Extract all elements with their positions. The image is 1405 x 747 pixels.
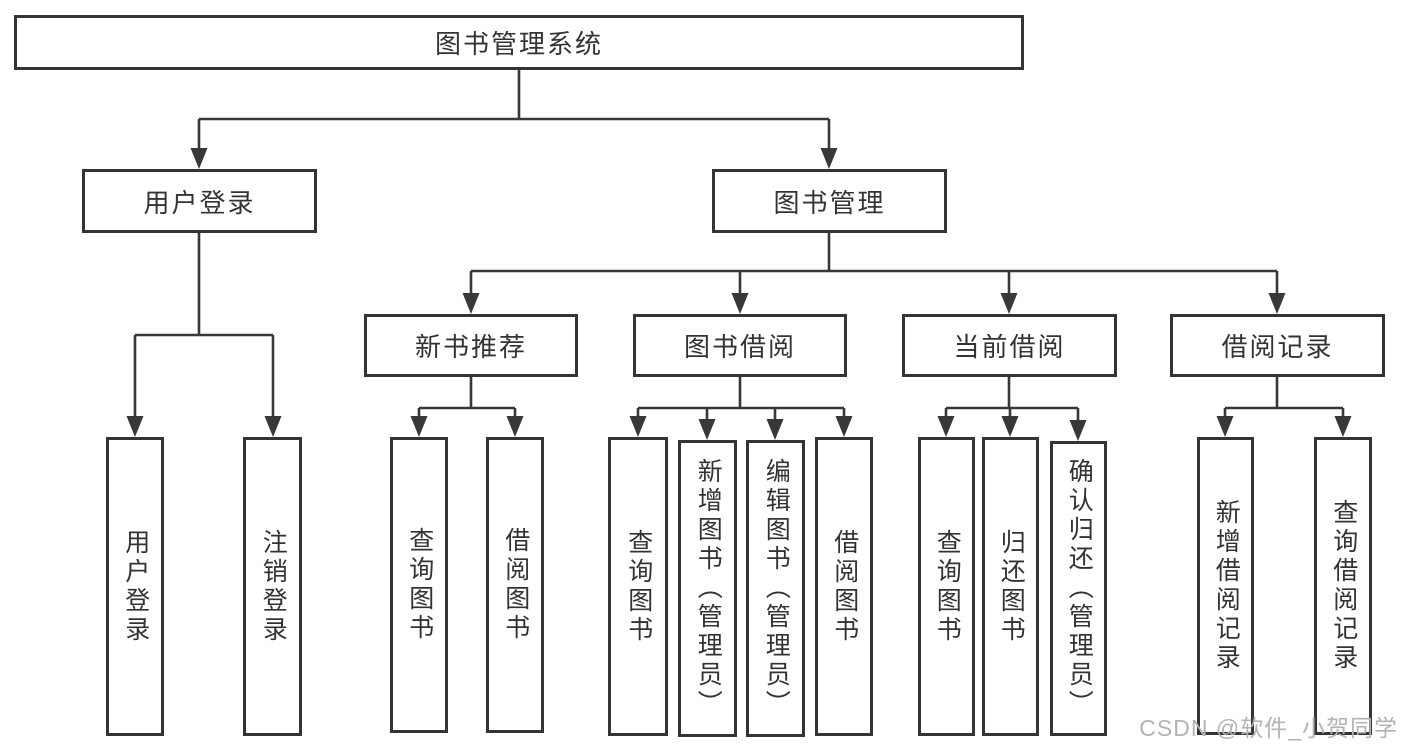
leaf-record-add-record: 新增借阅记录 bbox=[1197, 437, 1254, 735]
connector-book-management-to-level3 bbox=[462, 233, 1286, 314]
csdn-watermark: CSDN @软件_小贺同学 bbox=[1139, 715, 1398, 741]
leaf-borrow-borrow-book: 借阅图书 bbox=[815, 437, 873, 736]
leaf-current-query-book: 查询图书 bbox=[918, 437, 975, 736]
connector-user-login-to-children bbox=[126, 233, 282, 437]
arrow-down-icon bbox=[731, 293, 749, 314]
arrow-down-icon bbox=[698, 419, 716, 440]
leaf-recommend-borrow-book: 借阅图书 bbox=[486, 437, 544, 733]
arrow-down-icon bbox=[820, 148, 838, 169]
leaf-recommend-query-book: 查询图书 bbox=[390, 437, 448, 733]
leaf-current-confirm-return-admin: 确认归还（管理员） bbox=[1050, 441, 1107, 736]
arrow-down-icon bbox=[190, 148, 208, 169]
arrow-down-icon bbox=[410, 416, 428, 437]
connector-new-book-recommend-to-children bbox=[410, 377, 524, 437]
node-current-borrow: 当前借阅 bbox=[902, 314, 1117, 377]
connector-borrow-record-to-children bbox=[1216, 377, 1352, 437]
node-book-borrow: 图书借阅 bbox=[633, 314, 847, 377]
arrow-down-icon bbox=[462, 293, 480, 314]
connector-current-borrow-to-children bbox=[937, 377, 1087, 441]
leaf-borrow-add-book-admin: 新增图书（管理员） bbox=[678, 440, 737, 737]
node-book-management: 图书管理 bbox=[712, 169, 947, 233]
leaf-user-login: 用户登录 bbox=[106, 437, 164, 736]
arrow-down-icon bbox=[1216, 416, 1234, 437]
node-root-system: 图书管理系统 bbox=[14, 15, 1024, 70]
arrow-down-icon bbox=[766, 419, 784, 440]
node-user-login: 用户登录 bbox=[82, 169, 317, 233]
arrow-down-icon bbox=[1000, 293, 1018, 314]
leaf-borrow-query-book: 查询图书 bbox=[608, 437, 668, 736]
arrow-down-icon bbox=[1268, 293, 1286, 314]
arrow-down-icon bbox=[1069, 420, 1087, 441]
arrow-down-icon bbox=[264, 416, 282, 437]
leaf-current-return-book: 归还图书 bbox=[982, 437, 1039, 736]
arrow-down-icon bbox=[937, 416, 955, 437]
arrow-down-icon bbox=[126, 416, 144, 437]
leaf-logout-login: 注销登录 bbox=[243, 437, 302, 736]
arrow-down-icon bbox=[835, 416, 853, 437]
arrow-down-icon bbox=[629, 416, 647, 437]
leaf-borrow-edit-book-admin: 编辑图书（管理员） bbox=[746, 440, 805, 737]
arrow-down-icon bbox=[1334, 416, 1352, 437]
arrow-down-icon bbox=[1001, 416, 1019, 437]
arrow-down-icon bbox=[506, 416, 524, 437]
connector-book-borrow-to-children bbox=[629, 377, 853, 440]
leaf-record-query-record: 查询借阅记录 bbox=[1314, 437, 1372, 735]
node-new-book-recommend: 新书推荐 bbox=[364, 314, 578, 377]
connector-root-to-level2 bbox=[190, 70, 838, 169]
node-borrow-record: 借阅记录 bbox=[1170, 314, 1385, 377]
